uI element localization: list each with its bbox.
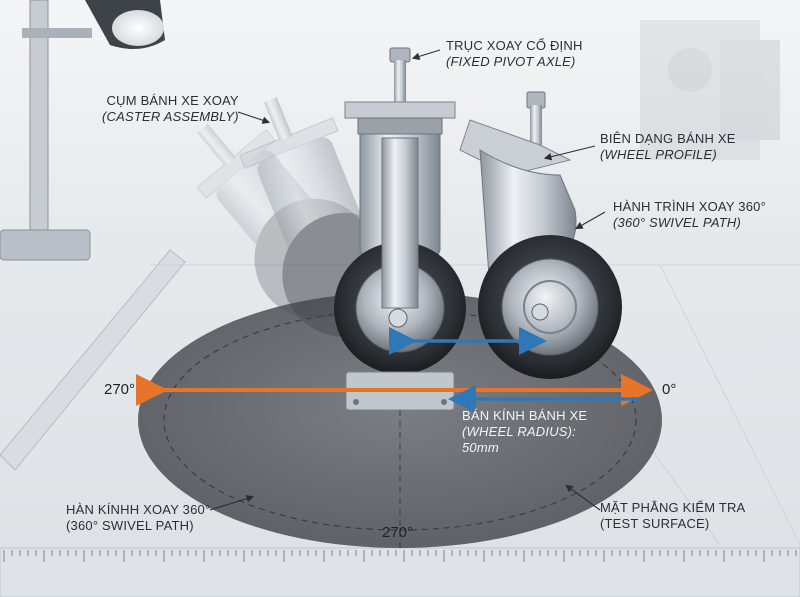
label-wheel-radius: BÁN KÍNH BÁNH XE (WHEEL RADIUS): 50mm <box>462 408 587 456</box>
measuring-ruler-bottom <box>0 547 800 597</box>
leader-lines <box>209 49 606 511</box>
angle-bottom: 270° <box>382 524 414 541</box>
desk-lamp <box>0 0 165 261</box>
label-test-surface-en: (TEST SURFACE) <box>600 516 710 531</box>
label-swivel-path-right: HÀNH TRÌNH XOAY 360° (360° SWIVEL PATH) <box>613 199 766 231</box>
measuring-ruler-left <box>0 249 186 471</box>
label-wheel-radius-value: 50mm <box>462 440 499 455</box>
background-equipment <box>640 20 780 160</box>
label-swivel-path-left-vi: HÀN KÍNHH XOAY 360° <box>66 502 211 517</box>
label-wheel-profile: BIÊN DẠNG BÁNH XE (WHEEL PROFILE) <box>600 131 736 163</box>
label-test-surface: MẶT PHẲNG KIỂM TRA (TEST SURFACE) <box>600 500 745 532</box>
label-wheel-profile-en: (WHEEL PROFILE) <box>600 147 717 162</box>
swivel-path-dashed <box>163 309 637 531</box>
label-caster-assembly-vi: CỤM BÁNH XE XOAY <box>106 93 239 108</box>
label-wheel-profile-vi: BIÊN DẠNG BÁNH XE <box>600 131 736 146</box>
label-swivel-path-right-en: (360° SWIVEL PATH) <box>613 215 742 230</box>
label-swivel-path-right-vi: HÀNH TRÌNH XOAY 360° <box>613 199 766 214</box>
label-caster-assembly: CỤM BÁNH XE XOAY (CASTER ASSEMBLY) <box>102 93 239 125</box>
label-swivel-path-left: HÀN KÍNHH XOAY 360° (360° SWIVEL PATH) <box>66 502 210 534</box>
label-swivel-path-left-en: (360° SWIVEL PATH) <box>66 518 194 533</box>
label-fixed-pivot-axle-en: (FIXED PIVOT AXLE) <box>446 54 576 69</box>
label-fixed-pivot-axle: TRỤC XOAY CỐ ĐỊNH (FIXED PIVOT AXLE) <box>446 38 583 70</box>
label-wheel-radius-en: (WHEEL RADIUS): <box>462 424 576 439</box>
angle-left: 270° <box>104 381 136 398</box>
label-fixed-pivot-axle-vi: TRỤC XOAY CỐ ĐỊNH <box>446 38 583 53</box>
angle-right: 0° <box>662 381 677 398</box>
label-wheel-radius-vi: BÁN KÍNH BÁNH XE <box>462 408 588 423</box>
label-test-surface-vi: MẶT PHẲNG KIỂM TRA <box>600 500 746 515</box>
label-caster-assembly-en: (CASTER ASSEMBLY) <box>102 109 239 124</box>
